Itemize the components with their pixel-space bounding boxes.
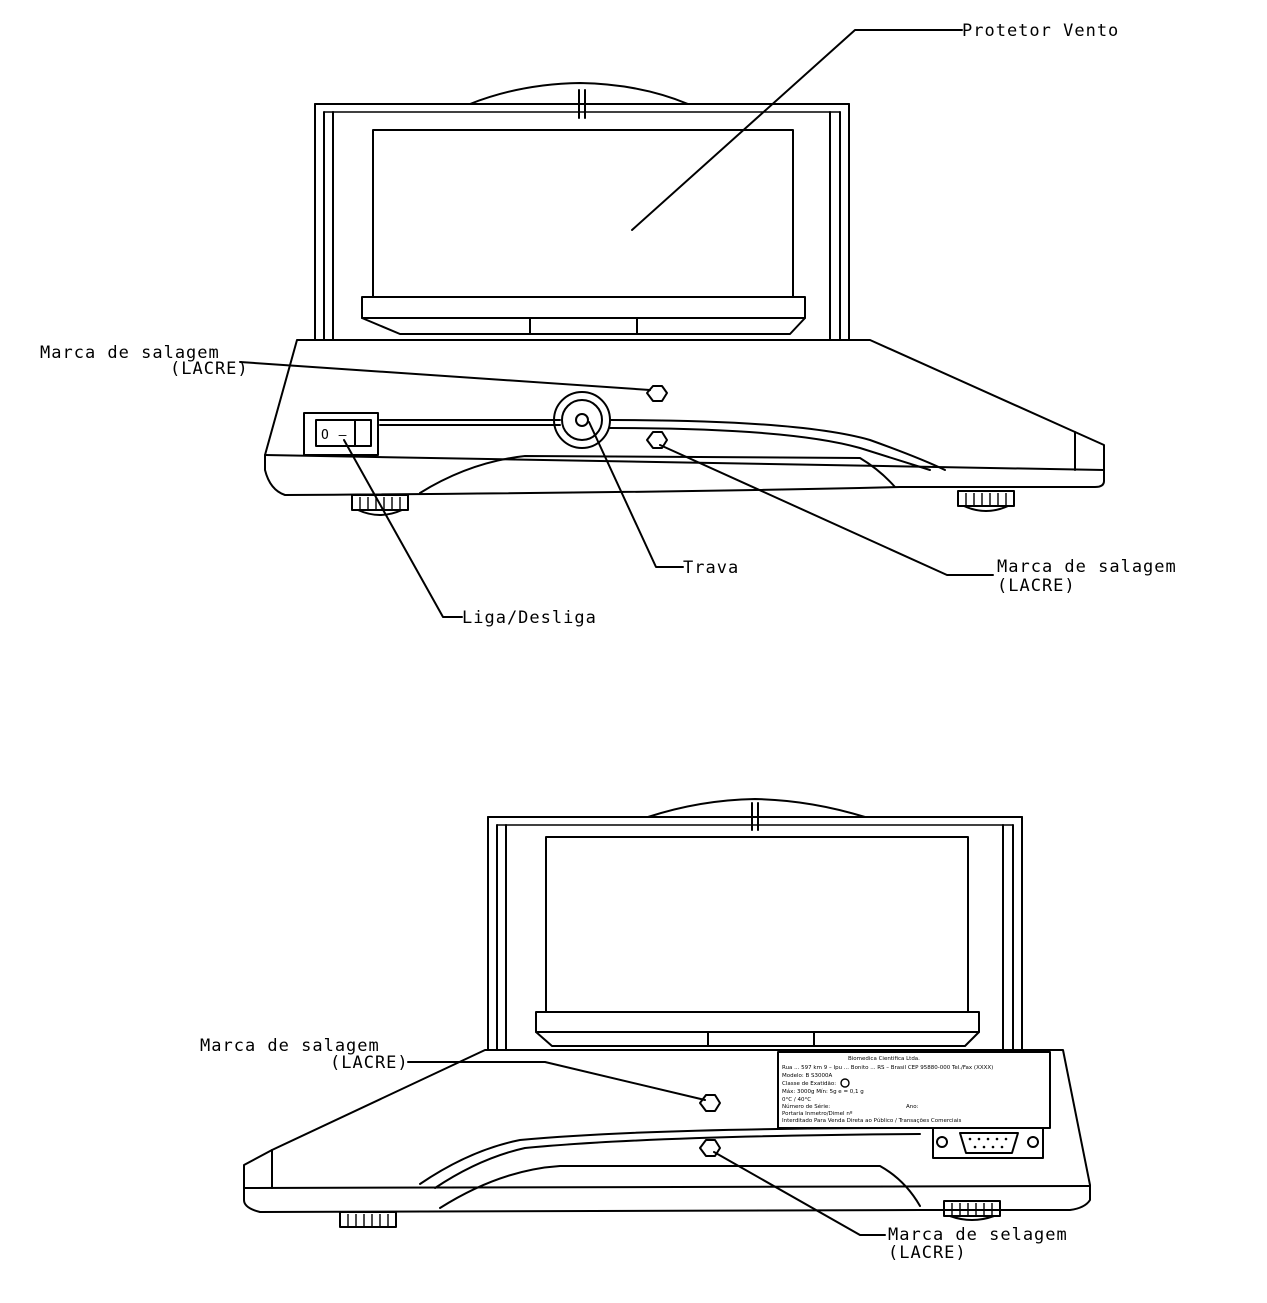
nameplate: Biomedica Cientifica Ltda. Rua ... 597 k… [777, 1051, 1051, 1129]
leader-power [343, 439, 463, 618]
nameplate-model: Modelo: B S3000A [782, 1073, 832, 1079]
bottom-leader-seal-upper [407, 1061, 706, 1101]
bottom-left-foot [339, 1211, 397, 1228]
top-base-body [264, 339, 1105, 496]
nameplate-address: Rua ... 597 km 9 – Ipu ... Bonito ... RS… [782, 1065, 993, 1071]
label-seal-right-2: (LACRE) [997, 576, 1076, 596]
top-shield-cap [469, 82, 689, 105]
lock-knob[interactable] [553, 391, 611, 449]
label-wind-shield: Protetor Vento [962, 21, 1119, 41]
nameplate-company: Biomedica Cientifica Ltda. [848, 1056, 920, 1062]
bottom-glass-panel [545, 836, 969, 1013]
label-lock: Trava [683, 558, 739, 578]
glass-panel [372, 129, 794, 298]
nameplate-notice: Interditado Para Venda Direta ao Público… [782, 1117, 961, 1124]
bottom-balance: Biomedica Cientifica Ltda. Rua ... 597 k… [200, 798, 1091, 1263]
bottom-shield-cap [647, 798, 866, 818]
nameplate-year: Ano: [906, 1104, 919, 1110]
wind-shield-frame [314, 103, 850, 341]
top-balance: O – [40, 21, 1177, 628]
switch-symbols: O – [321, 428, 347, 443]
label-bottom-seal-upper-2: (LACRE) [330, 1053, 409, 1073]
bottom-leader-seal-lower [713, 1151, 886, 1236]
nameplate-portaria: Portaria Inmetro/Dimel nº [782, 1110, 853, 1117]
top-weighing-pan [361, 296, 806, 319]
label-bottom-seal-lower-2: (LACRE) [888, 1243, 967, 1263]
label-seal-right-1: Marca de salagem [997, 557, 1177, 577]
left-foot [351, 494, 409, 516]
right-foot [957, 490, 1015, 512]
label-bottom-seal-upper-1: Marca de salagem [200, 1036, 380, 1056]
nameplate-class: Classe de Exatidão: [782, 1081, 836, 1087]
bottom-base-body [243, 1049, 1091, 1213]
label-power: Liga/Desliga [462, 608, 597, 628]
leader-wind-shield [631, 29, 963, 231]
label-seal-left-2: (LACRE) [170, 359, 249, 379]
seal-hex-lower [646, 431, 668, 449]
bottom-seal-hex-lower [699, 1139, 721, 1157]
serial-port[interactable] [932, 1127, 1044, 1159]
label-seal-left-1: Marca de salagem [40, 343, 220, 363]
label-bottom-seal-lower-1: Marca de selagem [888, 1225, 1068, 1245]
bottom-right-foot [943, 1200, 1001, 1221]
bottom-wind-shield-frame [487, 816, 1023, 1051]
nameplate-serial: Número de Série: [782, 1103, 830, 1110]
leader-seal-right [659, 444, 994, 576]
bottom-weighing-pan [535, 1011, 980, 1033]
leader-seal-left [239, 361, 651, 391]
nameplate-capacity: Máx: 3000g Mín: 5g e = 0,1 g [782, 1088, 864, 1095]
seal-hex-upper [646, 385, 668, 402]
bottom-seal-hex-upper [699, 1094, 721, 1112]
power-switch[interactable]: O – [303, 412, 379, 456]
nameplate-temp: 0°C / 40°C [782, 1097, 811, 1103]
leader-lock [588, 421, 684, 568]
